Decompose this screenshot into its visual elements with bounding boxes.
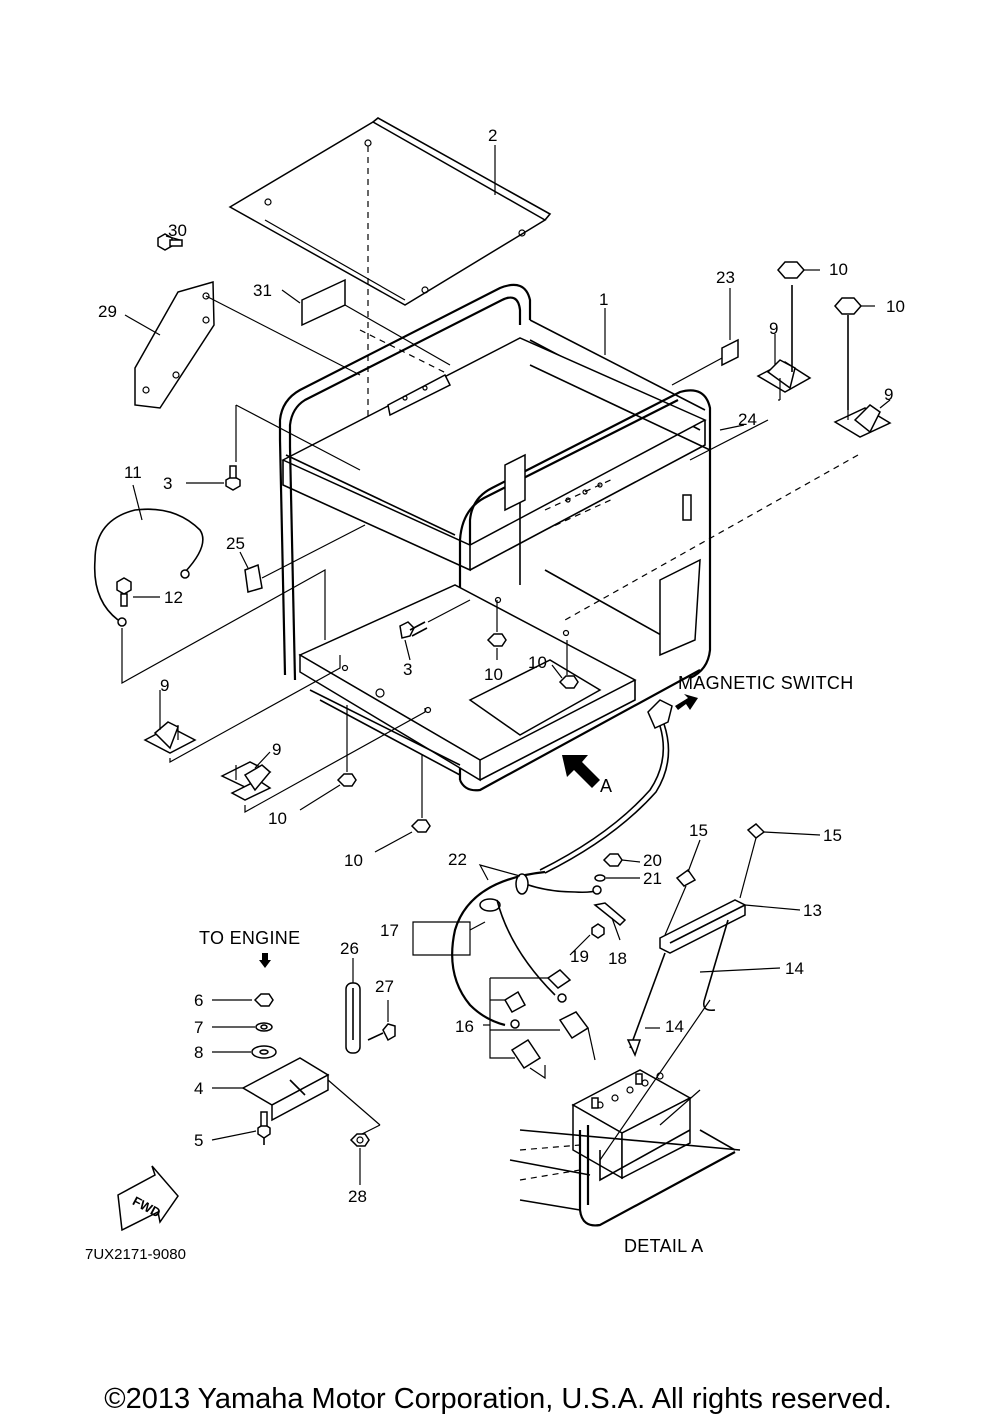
- callout-9-lower: 9: [272, 740, 281, 759]
- right-mount-lower: [833, 297, 892, 438]
- callout-27: 27: [375, 977, 394, 996]
- callout-26: 26: [340, 939, 359, 958]
- callout-10-mid: 10: [528, 653, 547, 672]
- battery-strap: [626, 899, 746, 1058]
- magnetic-switch-connector: [539, 694, 698, 874]
- top-cover-plate: [228, 117, 552, 306]
- callout-23: 23: [716, 268, 735, 287]
- callout-13: 13: [803, 901, 822, 920]
- callout-4: 4: [194, 1079, 203, 1098]
- copyright-notice: ©2013 Yamaha Motor Corporation, U.S.A. A…: [104, 1383, 892, 1415]
- callout-3-upper: 3: [163, 474, 172, 493]
- left-mount-lower: [220, 761, 272, 801]
- callout-5: 5: [194, 1131, 203, 1150]
- callout-10-top: 10: [829, 260, 848, 279]
- callout-19: 19: [570, 947, 589, 966]
- callout-8: 8: [194, 1043, 203, 1062]
- callout-11: 11: [124, 463, 142, 482]
- callout-21: 21: [643, 869, 662, 888]
- callout-6: 6: [194, 991, 203, 1010]
- callout-10-center: 10: [484, 665, 503, 684]
- callout-9-upper: 9: [769, 319, 778, 338]
- battery-cables: [451, 870, 602, 1029]
- callout-14-left: 14: [665, 1017, 684, 1036]
- callout-24: 24: [738, 410, 757, 429]
- callout-7: 7: [194, 1018, 203, 1037]
- arrow-a-label: A: [600, 776, 612, 796]
- engine-mount: [241, 953, 396, 1147]
- callout-9-right: 9: [884, 385, 893, 404]
- callout-15-left: 15: [689, 821, 708, 840]
- callout-16: 16: [455, 1017, 474, 1036]
- side-plate-bolt: [157, 233, 183, 251]
- callout-17: 17: [380, 921, 399, 940]
- callout-30: 30: [168, 221, 187, 240]
- callout-15-right: 15: [823, 826, 842, 845]
- callout-18: 18: [608, 949, 627, 968]
- detail-a-label: DETAIL A: [624, 1236, 703, 1256]
- callout-2: 2: [488, 126, 497, 145]
- side-plate: [134, 281, 215, 409]
- callout-14-right: 14: [785, 959, 804, 978]
- view-arrow-a: [562, 755, 600, 788]
- callout-9-left: 9: [160, 676, 169, 695]
- right-mount-upper: [756, 261, 812, 393]
- callout-10-bottom: 10: [344, 851, 363, 870]
- callout-29: 29: [98, 302, 117, 321]
- left-mount-upper: [143, 721, 197, 754]
- main-frame: [278, 283, 712, 792]
- callout-31: 31: [253, 281, 272, 300]
- callout-25: 25: [226, 534, 245, 553]
- callout-20: 20: [643, 851, 662, 870]
- to-engine-label: TO ENGINE: [199, 928, 300, 948]
- callout-10-left: 10: [268, 809, 287, 828]
- fwd-arrow: FWD: [117, 1165, 179, 1232]
- diagram-code: 7UX2171-9080: [85, 1246, 186, 1263]
- battery-detail: [509, 1069, 741, 1227]
- ground-wire: [93, 508, 204, 627]
- callout-1: 1: [599, 290, 608, 309]
- callout-22: 22: [448, 850, 467, 869]
- callout-3-lower: 3: [403, 660, 412, 679]
- magnetic-switch-label: MAGNETIC SWITCH: [678, 673, 854, 693]
- callout-12: 12: [164, 588, 183, 607]
- callout-28: 28: [348, 1187, 367, 1206]
- callout-10-right: 10: [886, 297, 905, 316]
